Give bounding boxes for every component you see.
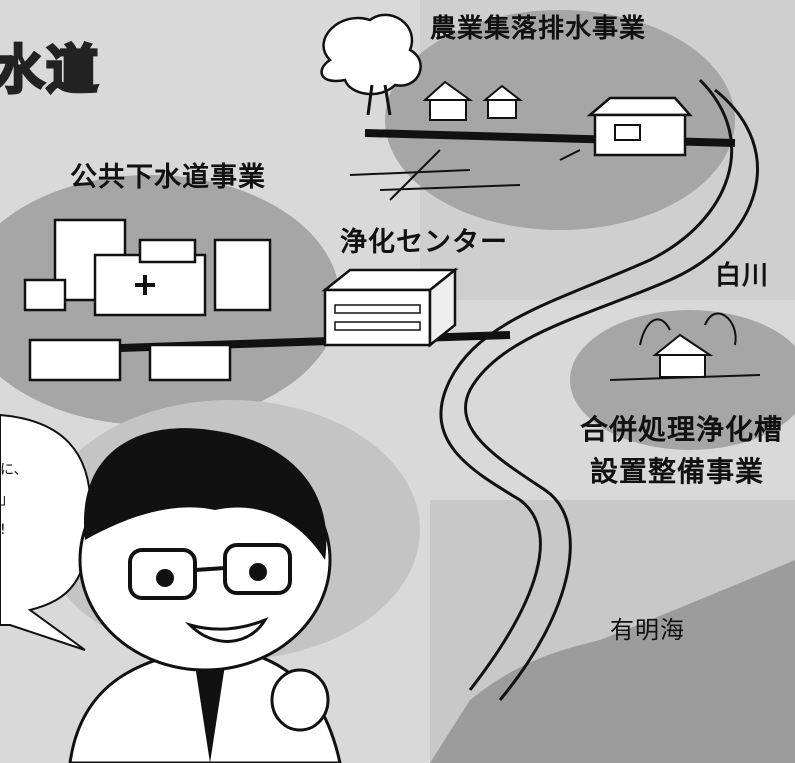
shirakawa-river-label: 白川	[715, 261, 770, 291]
septic-area-circle	[570, 310, 795, 450]
purification-center-label: 浄化センター	[340, 227, 508, 258]
septic-house-icon	[609, 312, 761, 381]
ariake-sea-label: 有明海	[610, 616, 685, 644]
septic-tank-label-line2: 設置整備事業	[590, 455, 765, 488]
rice-field-lines	[349, 149, 581, 201]
farmhouse-icon	[422, 80, 523, 121]
speech-bubble-text: に、 」 !	[0, 462, 28, 538]
rural-treatment-plant-icon	[586, 96, 693, 157]
ariake-sea	[430, 560, 795, 763]
river-bank-left	[439, 78, 734, 691]
title-banner: 水道	[0, 40, 101, 103]
purification-center-icon	[321, 267, 459, 348]
rural-area-circle	[385, 10, 735, 230]
character-illustration	[68, 428, 342, 763]
river-bank-right	[463, 88, 760, 701]
tree-icon	[320, 13, 422, 116]
public-sewer-label: 公共下水道事業	[70, 162, 266, 193]
city-buildings-icon	[23, 218, 272, 382]
rural-sewerage-label: 農業集落排水事業	[430, 14, 647, 44]
septic-tank-label-line1: 合併処理浄化槽	[580, 413, 784, 446]
